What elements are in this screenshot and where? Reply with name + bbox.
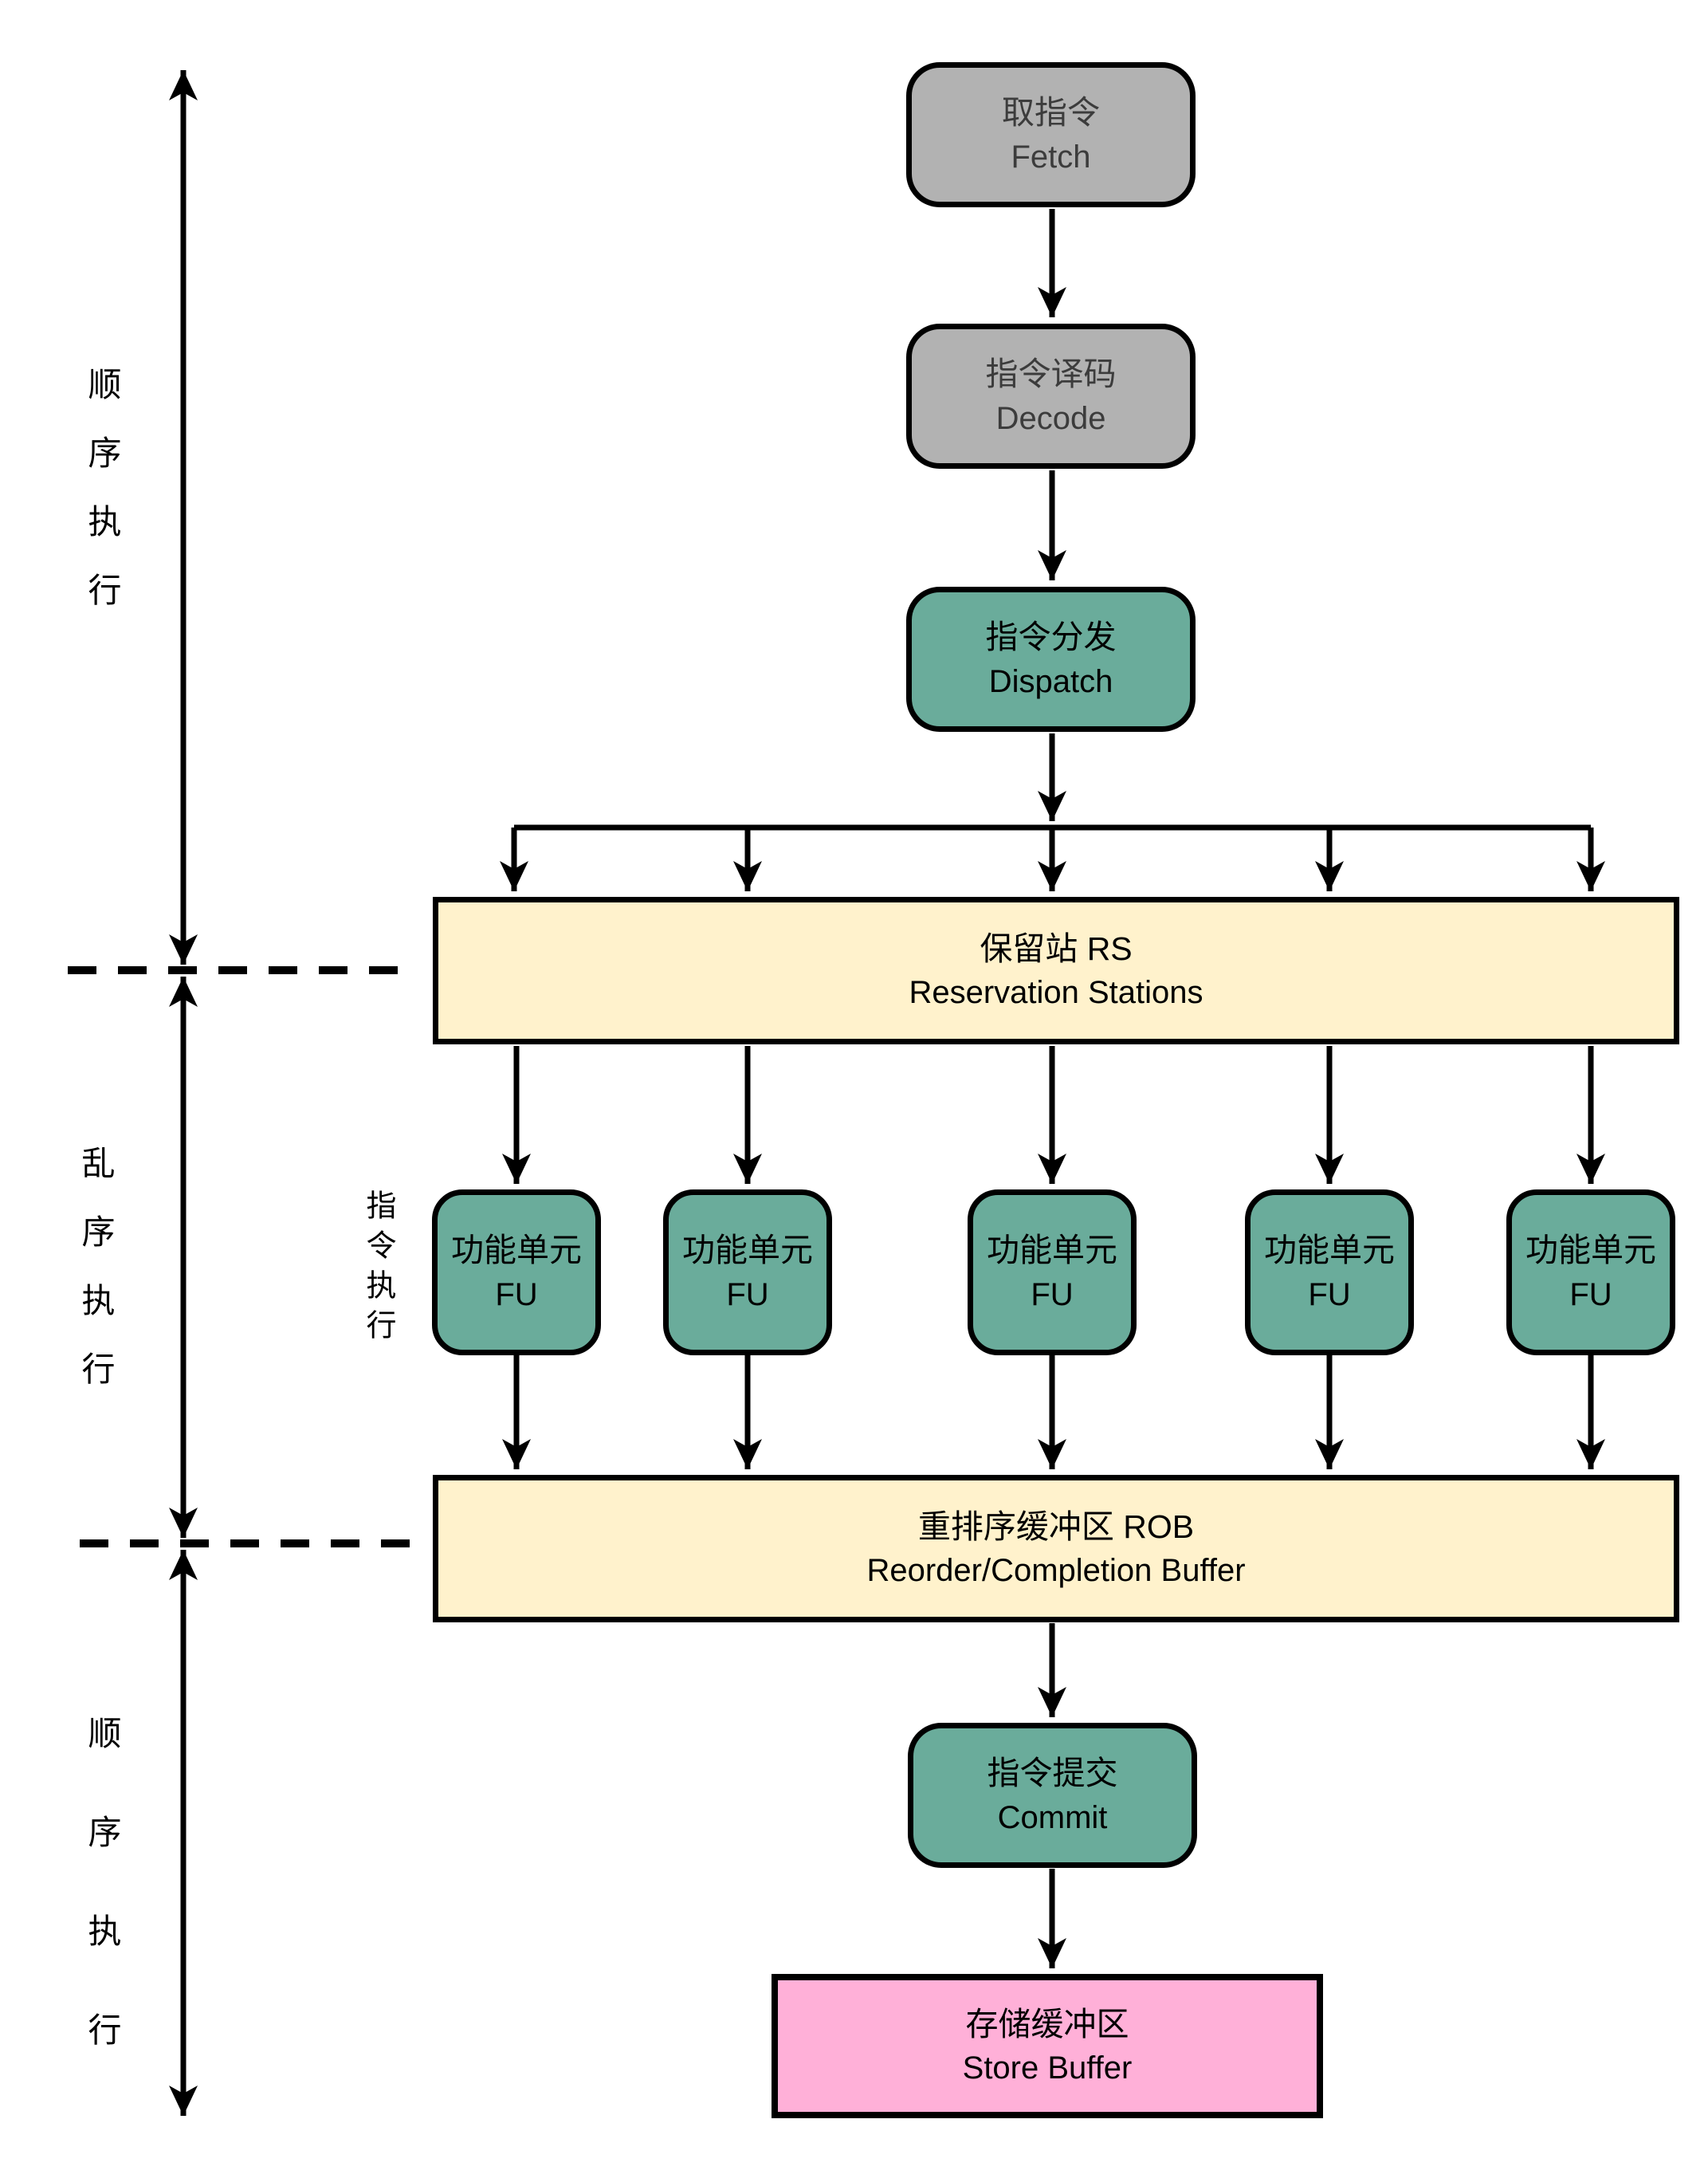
node-decode-label-zh: 指令译码 bbox=[985, 356, 1117, 393]
node-fu5-label-zh: 功能单元 bbox=[1525, 1232, 1656, 1269]
node-fu3-label-zh: 功能单元 bbox=[987, 1232, 1117, 1269]
node-store-label-zh: 存储缓冲区 bbox=[965, 2005, 1129, 2042]
node-fu1-label-zh: 功能单元 bbox=[451, 1232, 582, 1269]
node-commit-label-zh: 指令提交 bbox=[987, 1755, 1118, 1792]
node-rs-label-zh: 保留站 RS bbox=[980, 930, 1133, 967]
node-fu1-label-en: FU bbox=[495, 1276, 538, 1312]
node-functional-unit-2: 功能单元 FU bbox=[663, 1189, 832, 1355]
node-dispatch-label-zh: 指令分发 bbox=[985, 619, 1117, 656]
node-decode: 指令译码 Decode bbox=[906, 324, 1196, 469]
node-fetch-label-zh: 取指令 bbox=[1002, 94, 1100, 132]
node-fu2-label-zh: 功能单元 bbox=[682, 1232, 813, 1269]
label-in-order-top: 顺序执行 bbox=[84, 367, 121, 641]
node-functional-unit-1: 功能单元 FU bbox=[432, 1189, 601, 1355]
node-functional-unit-5: 功能单元 FU bbox=[1506, 1189, 1675, 1355]
node-fu4-label-en: FU bbox=[1308, 1276, 1351, 1312]
node-commit-label-en: Commit bbox=[997, 1799, 1108, 1835]
node-fetch-label-en: Fetch bbox=[1011, 139, 1091, 175]
node-rob-label-en: Reorder/Completion Buffer bbox=[866, 1553, 1246, 1589]
label-instruction-execute: 指令执行 bbox=[361, 1189, 395, 1349]
node-fu3-label-en: FU bbox=[1031, 1276, 1074, 1312]
label-in-order-bottom: 顺序执行 bbox=[84, 1716, 121, 2111]
node-decode-label-en: Decode bbox=[995, 400, 1106, 436]
node-fu5-label-en: FU bbox=[1569, 1276, 1612, 1312]
node-commit: 指令提交 Commit bbox=[908, 1723, 1197, 1868]
node-rs-label-en: Reservation Stations bbox=[909, 975, 1203, 1011]
node-dispatch: 指令分发 Dispatch bbox=[906, 587, 1196, 732]
node-store-label-en: Store Buffer bbox=[962, 2050, 1133, 2086]
node-fetch: 取指令 Fetch bbox=[906, 62, 1196, 207]
node-fu2-label-en: FU bbox=[726, 1276, 769, 1312]
label-out-of-order: 乱序执行 bbox=[77, 1146, 115, 1420]
node-fu4-label-zh: 功能单元 bbox=[1264, 1232, 1395, 1269]
node-reservation-stations: 保留站 RS Reservation Stations bbox=[433, 897, 1679, 1044]
node-reorder-buffer: 重排序缓冲区 ROB Reorder/Completion Buffer bbox=[433, 1475, 1679, 1622]
node-rob-label-zh: 重排序缓冲区 ROB bbox=[917, 1508, 1195, 1545]
node-functional-unit-3: 功能单元 FU bbox=[968, 1189, 1137, 1355]
node-store-buffer: 存储缓冲区 Store Buffer bbox=[772, 1974, 1323, 2118]
node-functional-unit-4: 功能单元 FU bbox=[1245, 1189, 1414, 1355]
node-dispatch-label-en: Dispatch bbox=[988, 663, 1113, 699]
